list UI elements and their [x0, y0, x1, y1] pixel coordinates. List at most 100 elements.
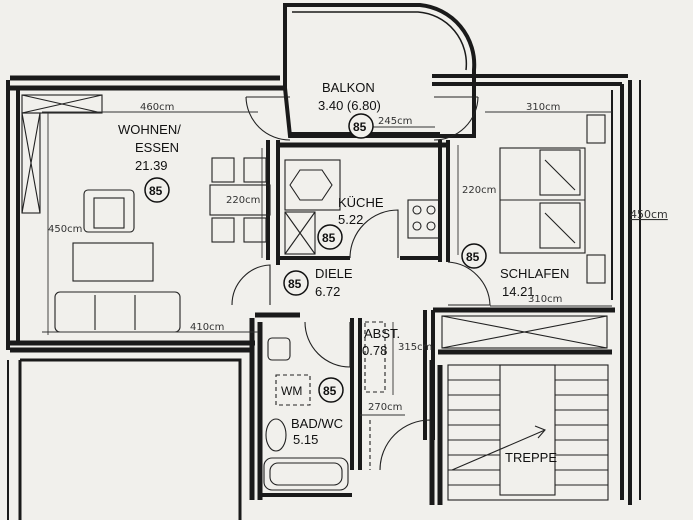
washing-machine-box — [275, 374, 311, 406]
wohnen-name-1: WOHNEN/ — [118, 122, 181, 137]
armchair — [83, 189, 135, 233]
dim-abst-label: 315cm — [398, 342, 432, 353]
door-entrance — [379, 419, 431, 471]
wohnen-name-2: ESSEN — [135, 140, 179, 155]
wall-bedroom-bottom — [433, 307, 615, 355]
furniture — [21, 94, 609, 501]
dim-wohnen-bottom-label: 410cm — [190, 322, 224, 333]
labels: BALKON 3.40 (6.80) WOHNEN/ ESSEN 21.39 K… — [118, 80, 569, 465]
badge-bad: 85 — [318, 377, 344, 403]
sofa-cushions — [94, 295, 136, 330]
nightstand-bottom — [586, 254, 606, 284]
badge-diele-text: 85 — [288, 277, 302, 291]
bed-sheets — [544, 159, 576, 244]
coffee-table — [72, 242, 154, 282]
wall-living-kitchen — [266, 140, 280, 265]
schlafen-area: 14.21 — [502, 284, 535, 299]
dim-right-total-label: 450cm — [630, 208, 668, 221]
balcony-outline — [283, 3, 477, 138]
kitchen-sink-hex — [289, 169, 333, 201]
door-living-hall — [231, 264, 271, 306]
dim-kitchen-depth-label: 220cm — [226, 195, 260, 206]
dimension-labels: 460cm 450cm 410cm 220cm 245cm 310cm 220c… — [48, 102, 668, 413]
badge-schlafen-text: 85 — [466, 250, 480, 264]
burner-2 — [426, 205, 436, 215]
doors — [231, 96, 491, 471]
balkon-name: BALKON — [322, 80, 375, 95]
badge-wohnen-text: 85 — [149, 184, 163, 198]
cabinet-living-left — [21, 112, 41, 214]
wall-bath-left — [249, 318, 263, 500]
badge-schlafen: 85 — [461, 243, 487, 269]
pillow-1 — [539, 149, 581, 196]
stair-arrow — [451, 425, 546, 471]
kitchen-cabinet-left — [284, 211, 316, 255]
badge-kueche-circle — [317, 224, 343, 250]
badge-balkon-circle — [348, 113, 374, 139]
schlafen-name: SCHLAFEN — [500, 266, 569, 281]
badge-balkon: 85 — [348, 113, 374, 139]
wm-label: WM — [281, 384, 302, 398]
wardrobe-cross — [441, 315, 608, 349]
stair-landing — [499, 364, 556, 496]
staircase — [447, 364, 609, 501]
dimension-lines — [42, 111, 612, 416]
dim-schlafen-bottom-label: 310cm — [528, 294, 562, 305]
burner-3 — [412, 221, 422, 231]
wohnen-area: 21.39 — [135, 158, 168, 173]
pillow-2 — [539, 202, 581, 249]
abst-area: 0.78 — [362, 343, 387, 358]
diele-name: DIELE — [315, 266, 353, 281]
chair-4 — [243, 217, 267, 243]
badge-balkon-text: 85 — [353, 120, 367, 134]
storage-shelf — [364, 321, 386, 393]
dim-balkon-label: 245cm — [378, 116, 412, 127]
door-bedroom-balcony — [433, 96, 479, 141]
dim-bad-label: 270cm — [368, 402, 402, 413]
burner-4 — [426, 221, 436, 231]
door-kitchen — [349, 209, 399, 259]
badge-schlafen-circle — [461, 243, 487, 269]
balkon-area: 3.40 (6.80) — [318, 98, 381, 113]
bathtub — [263, 457, 349, 491]
badge-bad-text: 85 — [323, 384, 337, 398]
abst-name: ABST. — [364, 326, 400, 341]
kitchen-counter-top — [284, 159, 341, 211]
dim-schlafen-width-label: 310cm — [526, 102, 560, 113]
armchair-seat — [93, 197, 125, 229]
treppe-name: TREPPE — [505, 450, 557, 465]
shelf-cross — [21, 94, 103, 114]
cabinet-cross — [21, 112, 41, 214]
badge-wohnen-circle — [144, 177, 170, 203]
room-badges: 85 85 85 85 85 85 — [144, 113, 487, 403]
washbasin — [265, 418, 287, 452]
dim-schlafen-depth-label: 220cm — [462, 185, 496, 196]
chair-2 — [243, 157, 267, 183]
door-bath — [304, 321, 351, 368]
badge-kueche-text: 85 — [322, 231, 336, 245]
dim-wohnen-depth-label: 450cm — [48, 224, 82, 235]
nightstand-top — [586, 114, 606, 144]
toilet — [267, 337, 291, 361]
wall-stair-left — [429, 360, 443, 505]
diele-area: 6.72 — [315, 284, 340, 299]
outer-wall-top-right — [432, 74, 628, 86]
wall-bath-right — [350, 318, 362, 470]
badge-diele: 85 — [283, 270, 309, 296]
stair-well — [447, 364, 609, 501]
door-living-balcony — [245, 96, 291, 141]
kueche-area: 5.22 — [338, 212, 363, 227]
right-neighbour-strip — [611, 80, 641, 500]
balcony-inner-line — [292, 11, 468, 71]
badge-diele-circle — [283, 270, 309, 296]
dining-table — [209, 184, 271, 216]
door-bedroom-hall — [447, 261, 491, 306]
burner-1 — [412, 205, 422, 215]
bathtub-inner — [269, 462, 343, 486]
wall-kitchen-right — [438, 140, 450, 262]
walls — [6, 74, 641, 520]
sofa — [54, 291, 181, 333]
wardrobe — [441, 315, 608, 349]
lower-unit-outline — [18, 358, 242, 520]
badge-bad-circle — [318, 377, 344, 403]
